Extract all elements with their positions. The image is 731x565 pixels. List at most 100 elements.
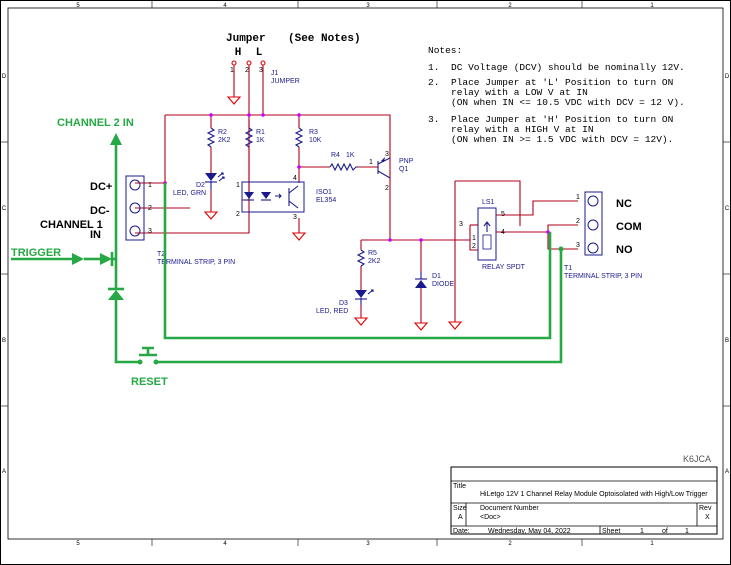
- frame-col-top: 1: [650, 3, 654, 9]
- iso-ref: ISO1: [316, 189, 332, 196]
- note-line: DC Voltage (DCV) should be nominally 12V…: [451, 62, 685, 73]
- frame-col-top: 4: [223, 3, 227, 9]
- jumper-heading-note: (See Notes): [288, 33, 361, 45]
- label-dc-plus: DC+: [90, 181, 112, 193]
- title-block: Title HiLetgo 12V 1 Channel Relay Module…: [450, 466, 718, 535]
- jumper-heading: Jumper: [226, 33, 266, 45]
- d3-ref: D3: [339, 300, 348, 307]
- iso-pin: 1: [236, 182, 240, 189]
- tb-sheet-label: Sheet: [602, 528, 620, 535]
- resistor-r5: R5 2K2: [356, 249, 381, 267]
- label-trigger: TRIGGER: [11, 247, 61, 259]
- opto-iso1: 1 2 4 3 ISO1 EL354: [236, 175, 336, 241]
- d1-value: DIODE: [432, 281, 455, 288]
- note-number: 1.: [428, 62, 439, 73]
- note-line: relay with a LOW V at IN: [451, 87, 588, 98]
- tb-rev: X: [705, 514, 710, 521]
- r5-value: 2K2: [368, 258, 381, 265]
- frame-row-right: B: [725, 338, 729, 344]
- jumper-pin-number: 2: [245, 67, 249, 74]
- d2-ref: D2: [196, 182, 205, 189]
- t1-pin: 3: [576, 242, 580, 249]
- tb-doc: <Doc>: [480, 514, 501, 521]
- relay-pin: 5: [501, 211, 505, 218]
- note-line: Place Jumper at 'H' Position to turn ON: [451, 114, 673, 125]
- tb-rev-label: Rev: [699, 505, 712, 512]
- diode-d1: D1 DIODE: [413, 272, 455, 331]
- notes-title: Notes:: [428, 45, 462, 56]
- tb-of: 1: [685, 528, 689, 535]
- t2-value: TERMINAL STRIP, 3 PIN: [157, 259, 235, 266]
- led-d2: D2 LED, GRN: [173, 172, 225, 220]
- resistor-r1: R1 1K: [244, 127, 265, 148]
- q1-pin: 1: [369, 159, 373, 166]
- frame-row-right: C: [725, 206, 730, 212]
- ls1-value: RELAY SPDT: [482, 264, 526, 271]
- resistor-r3: R3 10K: [294, 127, 322, 148]
- iso-pin: 2: [236, 211, 240, 218]
- terminal-strip-t1: 1 2 3 T1 TERMINAL STRIP, 3 PIN: [564, 191, 642, 280]
- channel2-overlay: CHANNEL 2 IN TRIGGER RESET: [11, 117, 564, 388]
- r3-ref: R3: [309, 129, 318, 136]
- note-number: 3.: [428, 114, 439, 125]
- r1-ref: R1: [256, 129, 265, 136]
- t1-pin: 1: [576, 194, 580, 201]
- label-dc-minus: DC-: [90, 205, 110, 217]
- r1-value: 1K: [256, 137, 265, 144]
- note-line: relay with a HIGH V at IN: [451, 124, 594, 135]
- iso-value: EL354: [316, 197, 336, 204]
- jumper-pin-l: L: [256, 47, 263, 59]
- jumper-pin-number: 1: [230, 67, 234, 74]
- frame-row-left: C: [2, 206, 7, 212]
- jumper-pin-number: 3: [259, 67, 263, 74]
- frame-col-top: 5: [76, 3, 80, 9]
- t2-ref: T2: [157, 251, 165, 258]
- tb-of-label: of: [662, 528, 668, 535]
- ls1-ref: LS1: [482, 199, 495, 206]
- tb-size: A: [458, 514, 463, 521]
- label-channel1: CHANNEL 1: [40, 219, 103, 231]
- iso-pin: 4: [293, 175, 297, 182]
- frame-row-right: A: [725, 469, 729, 475]
- jumper-name: JUMPER: [271, 78, 300, 85]
- circuit-wires: [135, 114, 578, 323]
- tb-date-label: Date:: [453, 528, 470, 535]
- frame-col-bottom: 5: [76, 541, 80, 547]
- jumper-pin-h: H: [235, 47, 242, 59]
- resistor-r2: R2 2K2: [206, 127, 231, 148]
- note-line: (ON when IN <= 10.5 VDC with DCV = 12 V)…: [451, 97, 685, 108]
- r5-ref: R5: [368, 250, 377, 257]
- frame-row-left: D: [2, 74, 7, 80]
- frame-col-top: 2: [508, 3, 512, 9]
- frame-row-right: D: [725, 74, 730, 80]
- relay-pin: 1: [472, 235, 476, 242]
- d2-value: LED, GRN: [173, 190, 206, 197]
- transistor-q1: 3 2 1 PNP Q1: [369, 151, 414, 192]
- t2-pin: 3: [148, 228, 152, 235]
- jumper-j1: Jumper (See Notes) H L 1 2 3 J1 JUMPER: [226, 33, 361, 115]
- label-in: IN: [90, 229, 101, 241]
- frame-col-bottom: 3: [366, 541, 370, 547]
- tb-title-label: Title: [453, 483, 466, 490]
- relay-pin: 4: [501, 229, 505, 236]
- resistor-r4: R4 1K: [329, 152, 358, 172]
- frame-row-left: A: [2, 469, 6, 475]
- label-com: COM: [616, 221, 642, 233]
- relay-pin: 2: [472, 243, 476, 250]
- author-mark: K6JCA: [683, 454, 711, 464]
- r3-value: 10K: [309, 137, 322, 144]
- iso-pin: 3: [293, 214, 297, 221]
- d1-ref: D1: [432, 273, 441, 280]
- q1-pin: 3: [385, 151, 389, 158]
- note-line: Place Jumper at 'L' Position to turn ON: [451, 77, 673, 88]
- tb-doc-label: Document Number: [480, 505, 539, 512]
- relay-ls1: LS1 RELAY SPDT 3 5 4 1 2: [447, 199, 526, 330]
- notes-block: Notes: 1. DC Voltage (DCV) should be nom…: [428, 45, 685, 145]
- label-channel2-in: CHANNEL 2 IN: [57, 117, 134, 129]
- r2-value: 2K2: [218, 137, 231, 144]
- t2-pin: 1: [148, 182, 152, 189]
- frame-col-bottom: 4: [223, 541, 227, 547]
- frame-col-top: 3: [366, 3, 370, 9]
- q1-pin: 2: [385, 185, 389, 192]
